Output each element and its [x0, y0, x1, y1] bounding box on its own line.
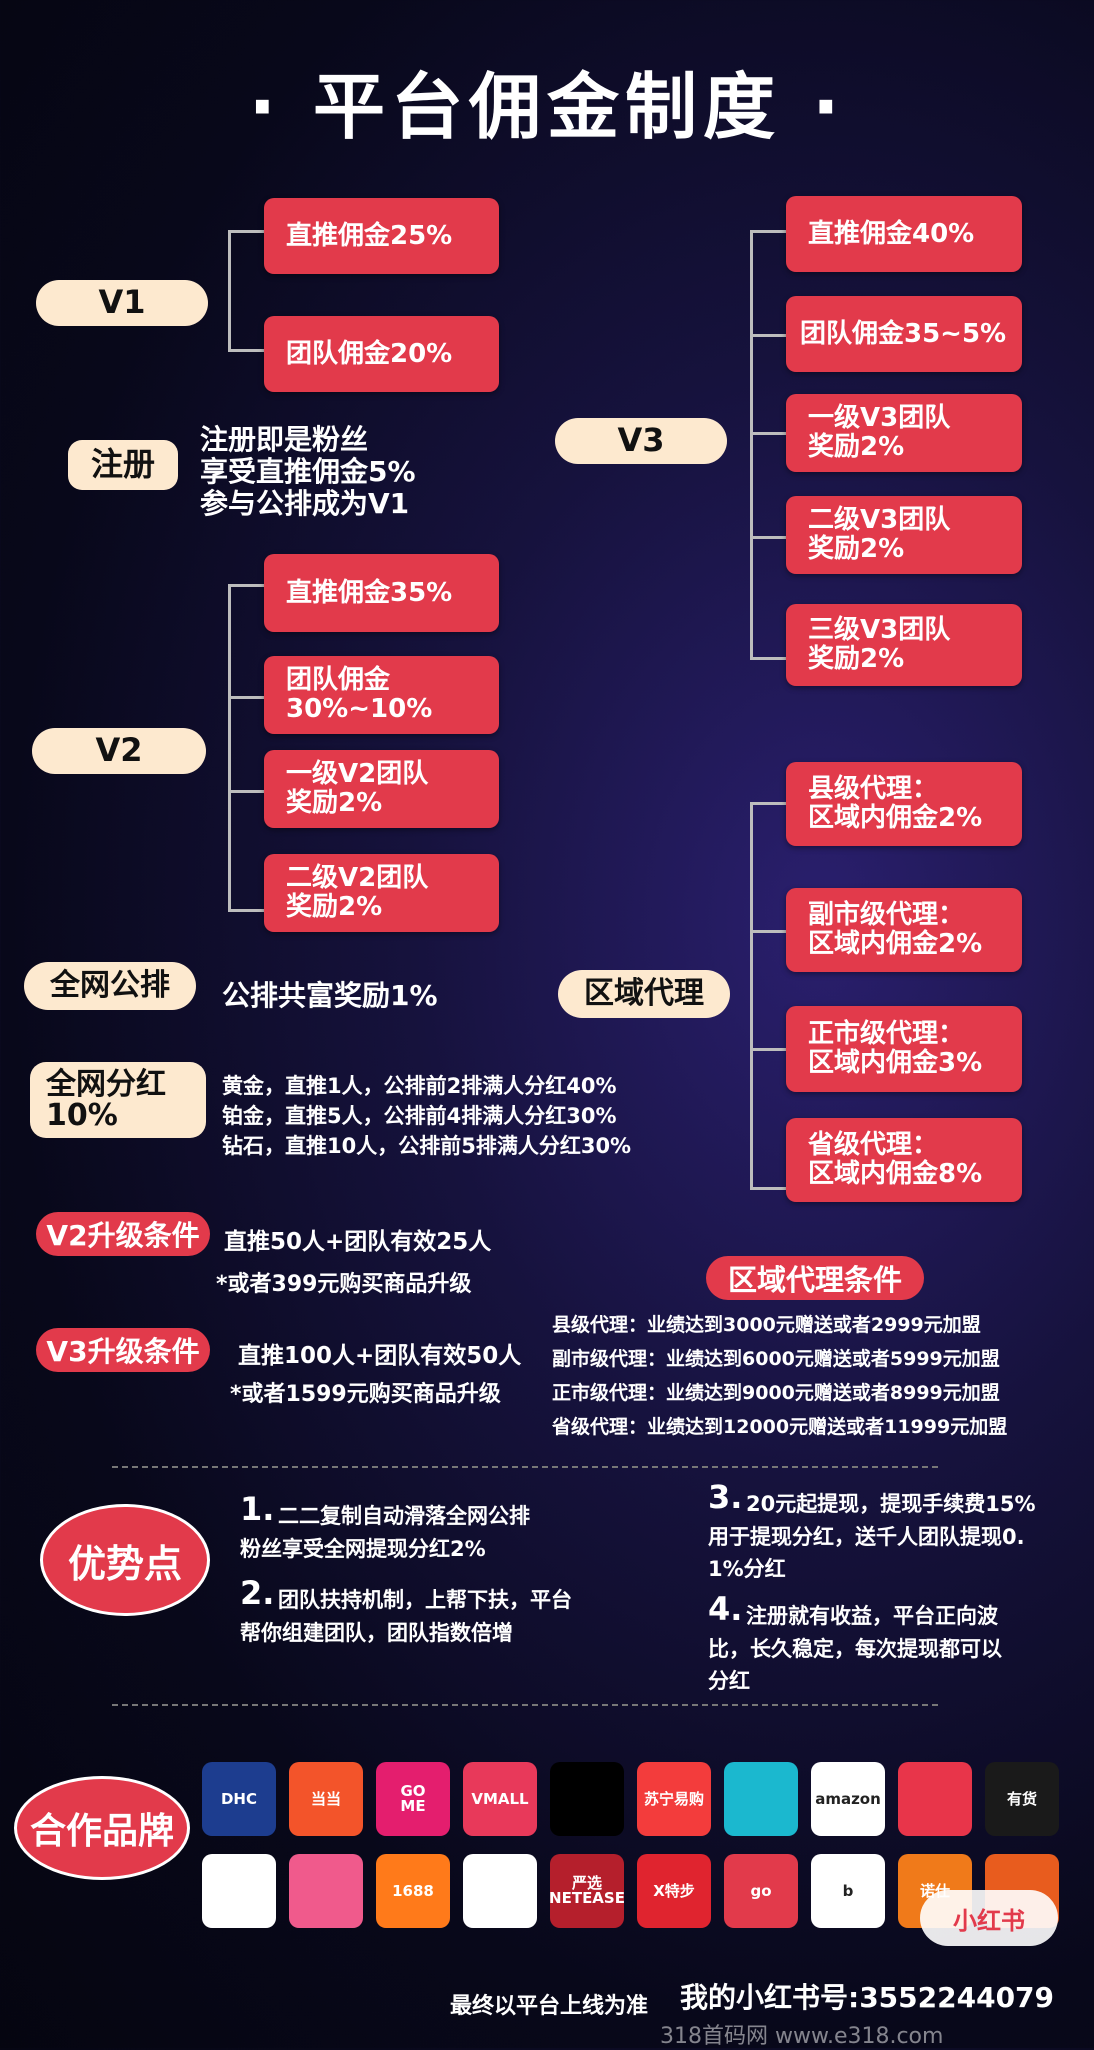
amazon-logo: amazon	[811, 1762, 885, 1836]
gome-logo: GO ME	[376, 1762, 450, 1836]
1688-logo: 1688	[376, 1854, 450, 1928]
v2-label: V2	[32, 728, 206, 774]
v3-upgrade-line2: *或者1599元购买商品升级	[230, 1382, 501, 1407]
fenhong-line: 钻石，直推10人，公排前5排满人分红30%	[222, 1134, 632, 1158]
watermark: 318首码网 www.e318.com	[660, 2024, 944, 2049]
v3-item: 二级V3团队 奖励2%	[786, 496, 1022, 574]
region-condition-label: 区域代理条件	[706, 1256, 924, 1300]
yanxuan-logo: 严选 NETEASE	[550, 1854, 624, 1928]
v3-item: 团队佣金35~5%	[786, 296, 1022, 372]
advantage-text: 二二复制自动滑落全网公排 粉丝享受全网提现分红2%	[240, 1504, 530, 1561]
v1-item: 直推佣金25%	[264, 198, 499, 274]
suning-logo: 苏宁易购	[637, 1762, 711, 1836]
dangdang-logo: 当当	[289, 1762, 363, 1836]
v2-item: 二级V2团队 奖励2%	[264, 854, 499, 932]
fenhong-line: 铂金，直推5人，公排前4排满人分红30%	[222, 1104, 617, 1128]
brands-label: 合作品牌	[14, 1776, 190, 1880]
advantage-text: 团队扶持机制，上帮下扶，平台 帮你组建团队，团队指数倍增	[240, 1588, 572, 1645]
xiaohongshu-badge: 小红书	[920, 1890, 1058, 1946]
koala-logo	[202, 1854, 276, 1928]
region-label: 区域代理	[558, 970, 730, 1018]
v2-upgrade-line1: 直推50人+团队有效25人	[224, 1229, 492, 1255]
apple-logo	[550, 1762, 624, 1836]
b-logo: b	[811, 1854, 885, 1928]
region-item: 县级代理： 区域内佣金2%	[786, 762, 1022, 846]
v2-upgrade-line2: *或者399元购买商品升级	[216, 1272, 472, 1297]
advantage-text: 注册就有收益，平台正向波 比，长久稳定，每次提现都可以 分红	[708, 1604, 1002, 1694]
advantage-text: 20元起提现，提现手续费15% 用于提现分红，送千人团队提现0. 1%分红	[708, 1492, 1036, 1582]
v3-item: 一级V3团队 奖励2%	[786, 394, 1022, 472]
region-item: 副市级代理： 区域内佣金2%	[786, 888, 1022, 972]
v3-item: 直推佣金40%	[786, 196, 1022, 272]
region-condition-line: 县级代理：业绩达到3000元赠送或者2999元加盟	[552, 1314, 981, 1336]
page-title: · 平台佣金制度 ·	[248, 65, 846, 149]
rabbit-logo	[289, 1854, 363, 1928]
music-logo	[898, 1762, 972, 1836]
advantage-num: 4.	[708, 1590, 743, 1628]
advantage-num: 2.	[240, 1574, 275, 1612]
advantage-num: 1.	[240, 1490, 275, 1528]
divider	[112, 1704, 938, 1706]
vmall-logo: VMALL	[463, 1762, 537, 1836]
advantage-num: 3.	[708, 1478, 743, 1516]
gongpai-text: 公排共富奖励1%	[222, 979, 438, 1012]
v2-item: 直推佣金35%	[264, 554, 499, 632]
register-text: 注册即是粉丝 享受直推佣金5% 参与公排成为V1	[200, 423, 416, 521]
v2-upgrade-label: V2升级条件	[36, 1212, 210, 1256]
v3-label: V3	[555, 418, 727, 464]
region-condition-line: 正市级代理：业绩达到9000元赠送或者8999元加盟	[552, 1382, 1000, 1404]
region-condition-line: 省级代理：业绩达到12000元赠送或者11999元加盟	[552, 1416, 1008, 1438]
v3-upgrade-label: V3升级条件	[36, 1328, 210, 1372]
divider	[112, 1466, 938, 1468]
fenhong-label: 全网分红 10%	[30, 1062, 206, 1138]
footer-account: 我的小红书号:3552244079	[680, 1981, 1055, 2014]
advantages-label: 优势点	[40, 1504, 210, 1616]
camel-logo	[724, 1762, 798, 1836]
v3-upgrade-line1: 直推100人+团队有效50人	[238, 1343, 522, 1369]
v1-label: V1	[36, 280, 208, 326]
region-item: 省级代理： 区域内佣金8%	[786, 1118, 1022, 1202]
v3-item: 三级V3团队 奖励2%	[786, 604, 1022, 686]
v2-item: 团队佣金 30%~10%	[264, 656, 499, 734]
fenhong-line: 黄金，直推1人，公排前2排满人分红40%	[222, 1074, 617, 1098]
region-condition-line: 副市级代理：业绩达到6000元赠送或者5999元加盟	[552, 1348, 1000, 1370]
dhc-logo: DHC	[202, 1762, 276, 1836]
region-item: 正市级代理： 区域内佣金3%	[786, 1006, 1022, 1092]
gongpai-label: 全网公排	[24, 962, 196, 1010]
youhuo-logo: 有货	[985, 1762, 1059, 1836]
footer-note: 最终以平台上线为准	[450, 1994, 649, 2019]
register-label: 注册	[68, 440, 178, 490]
v2-item: 一级V2团队 奖励2%	[264, 750, 499, 828]
fish-logo	[463, 1854, 537, 1928]
go-logo: go	[724, 1854, 798, 1928]
xtep-logo: X特步	[637, 1854, 711, 1928]
v1-item: 团队佣金20%	[264, 316, 499, 392]
